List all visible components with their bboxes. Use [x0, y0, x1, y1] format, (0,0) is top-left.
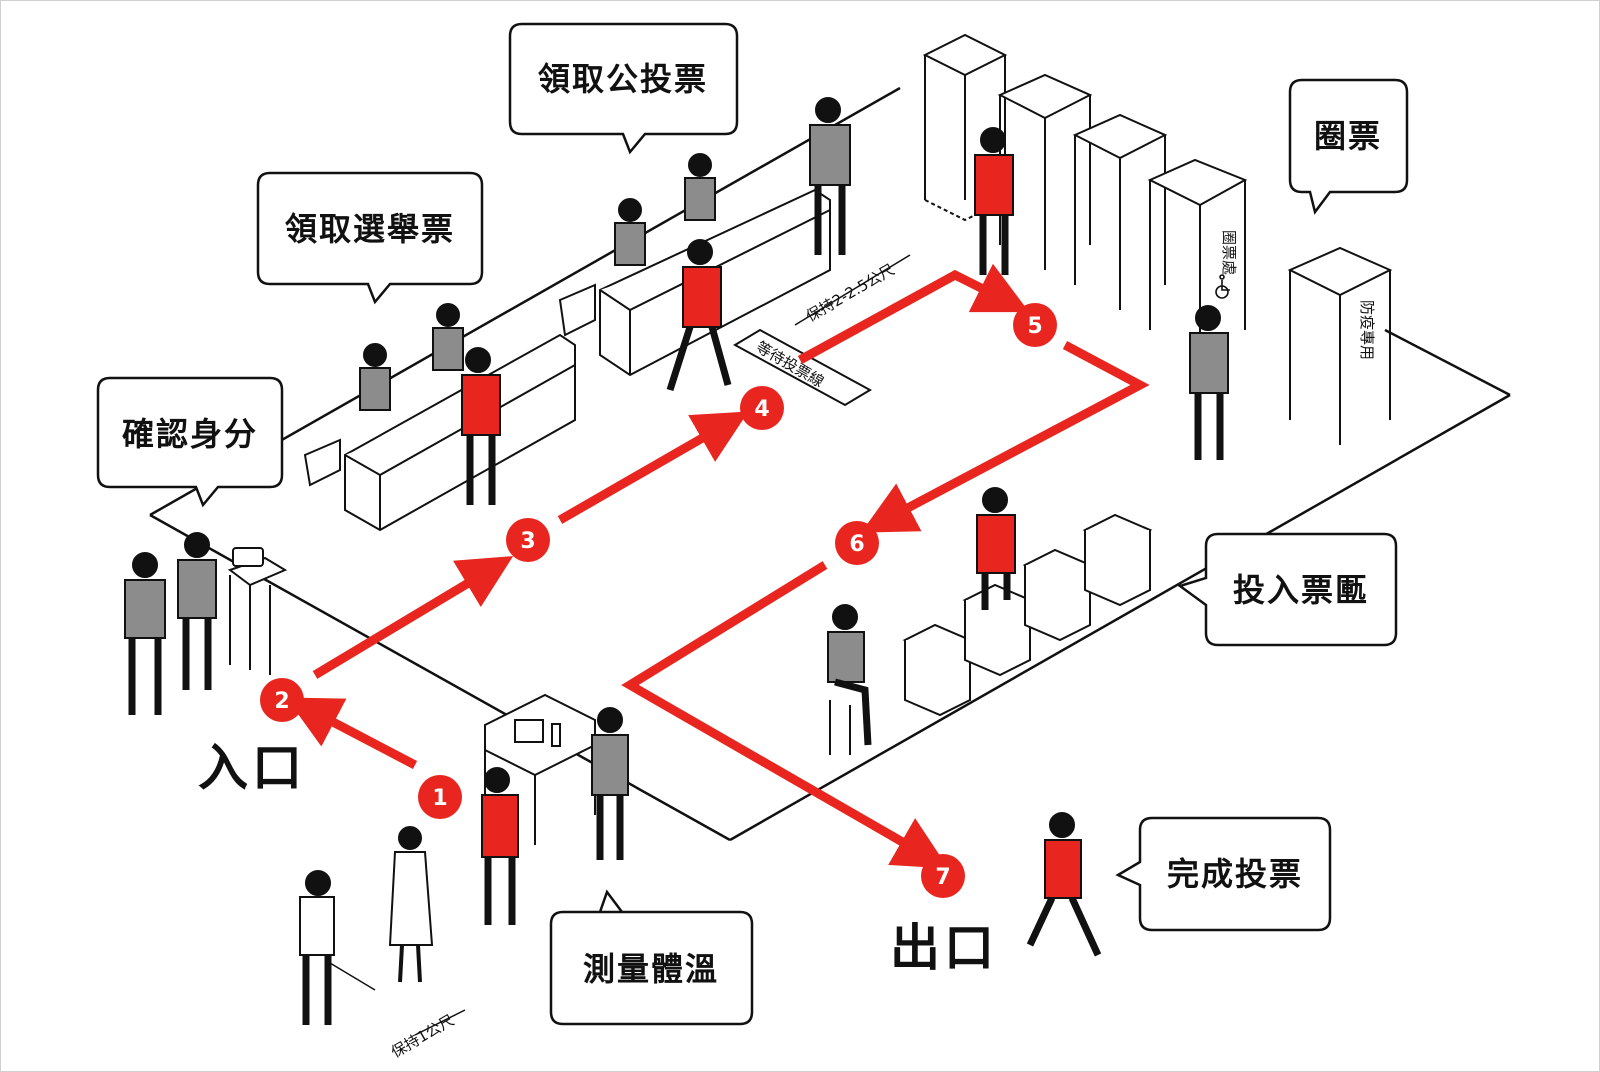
voter-election [461, 347, 501, 505]
route-5-to-6 [861, 341, 1150, 533]
entrance-label: 入口 [198, 739, 306, 797]
callout-finish-voting: 完成投票 [1115, 816, 1332, 932]
svg-text:5: 5 [1027, 314, 1042, 339]
voter-exit [1026, 812, 1102, 957]
exit-label: 出口 [890, 919, 998, 977]
booth-4-accessible [1147, 158, 1248, 355]
callout-receive-election-ballot: 領取選舉票 [256, 171, 484, 305]
callout-ballot-box: 投入票匭 [1177, 532, 1398, 647]
booth-5-epidemic [1287, 246, 1393, 445]
callout-finish-voting-text: 完成投票 [1167, 855, 1303, 893]
id-check-podium [227, 547, 288, 675]
distance-marker-1m: 保持1公尺 [324, 959, 466, 1061]
callout-mark-ballot: 圈票 [1288, 78, 1409, 215]
ballot-boxes [902, 513, 1153, 717]
staff-booth-area [1189, 305, 1229, 460]
step-6: 6 [835, 521, 879, 565]
svg-text:2: 2 [274, 689, 289, 714]
callout-measure-temperature-text: 測量體溫 [583, 950, 719, 988]
staff-election-1 [359, 343, 391, 411]
voter-referendum [666, 239, 732, 392]
callout-mark-ballot-text: 圈票 [1314, 117, 1382, 155]
voter-in-booth [974, 127, 1014, 275]
voter-queue-1 [299, 870, 335, 1025]
booth-1 [922, 33, 1008, 222]
route-3-to-4 [557, 411, 749, 524]
staff-referendum-1 [614, 198, 646, 266]
people [124, 97, 1229, 1025]
booth-2 [997, 73, 1093, 270]
voter-queue-2 [388, 826, 434, 983]
step-7: 7 [921, 854, 965, 898]
route-2-to-3 [312, 556, 514, 679]
step-4: 4 [740, 386, 784, 430]
staff-seated [827, 604, 872, 755]
staff-standing-top [809, 97, 851, 255]
callout-ballot-box-text: 投入票匭 [1233, 571, 1369, 609]
step-1: 1 [418, 775, 462, 819]
step-5: 5 [1013, 303, 1057, 347]
route-6-to-7 [621, 561, 949, 869]
staff-referendum-2 [684, 153, 716, 221]
route-1-to-2 [286, 697, 418, 769]
svg-text:1: 1 [432, 786, 447, 811]
svg-text:4: 4 [754, 397, 769, 422]
callout-receive-election-ballot-text: 領取選舉票 [285, 210, 455, 248]
staff-id-check [177, 532, 217, 690]
voting-booths [922, 33, 1393, 445]
booth-label-epidemic: 防疫專用 [1358, 300, 1376, 360]
keep-distance-1m-label: 保持1公尺 [388, 1011, 457, 1061]
callout-receive-referendum-ballot: 領取公投票 [508, 22, 739, 155]
svg-text:7: 7 [935, 865, 950, 890]
voter-ballot-box [976, 487, 1016, 610]
step-2: 2 [260, 678, 304, 722]
callout-receive-referendum-ballot-text: 領取公投票 [538, 60, 708, 98]
callout-measure-temperature: 測量體溫 [549, 889, 754, 1026]
voter-id-check [124, 552, 166, 715]
staff-election-2 [432, 303, 464, 371]
callout-confirm-identity: 確認身分 [96, 376, 284, 508]
route-4-to-5 [797, 263, 1030, 364]
callout-confirm-identity-text: 確認身分 [122, 415, 258, 453]
step-markers: 1 2 3 4 5 6 7 [260, 303, 1057, 898]
counter-election [303, 333, 576, 532]
svg-text:3: 3 [520, 529, 535, 554]
svg-text:6: 6 [849, 532, 864, 557]
wheelchair-icon [1215, 274, 1230, 299]
voter-temperature [481, 767, 519, 925]
booth-label-voting: 圈票處 [1220, 230, 1238, 275]
booth-3 [1072, 113, 1168, 310]
step-3: 3 [506, 518, 550, 562]
route-path [286, 263, 1150, 869]
staff-temperature [591, 707, 629, 860]
